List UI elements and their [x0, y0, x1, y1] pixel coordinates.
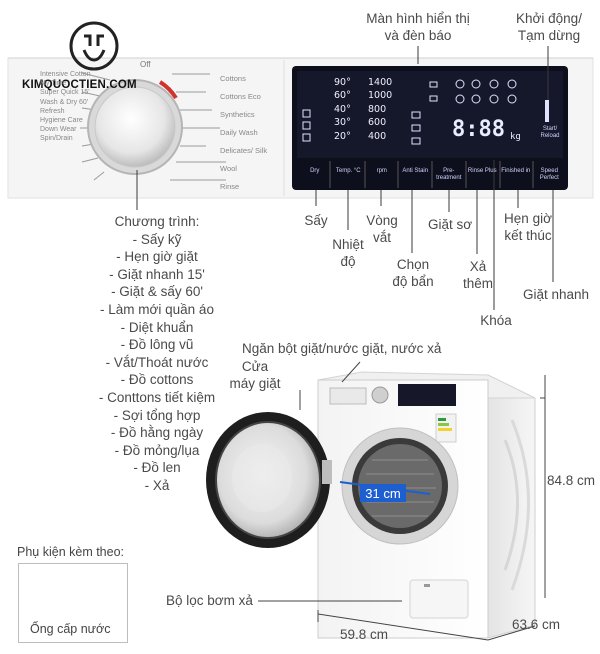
dial-program-label: Daily Wash — [220, 128, 258, 137]
detergent-drawer — [329, 387, 367, 405]
dial-program-label: Synthetics — [220, 110, 255, 119]
dial-program-label: Cottons — [220, 74, 246, 83]
accessory-box — [18, 563, 128, 643]
program-item: - Đồ len — [133, 460, 181, 476]
panel-button[interactable]: Rinse Plus — [467, 168, 497, 174]
dial-program-label: My Time — [40, 80, 67, 88]
dial-off-label: Off — [140, 60, 151, 69]
dial-program-label: Down Wear — [40, 126, 77, 134]
program-item: - Sợi tổng hợp — [113, 407, 201, 423]
temp-value: 20° — [334, 130, 351, 142]
spin-value: 800 — [368, 103, 387, 115]
height-annotation: 84.8 cm — [546, 473, 596, 488]
panel-button[interactable]: Pre-treatment — [436, 168, 462, 181]
filter-annotation: Bộ lọc bơm xả — [166, 593, 253, 608]
program-item: - Đồ lông vũ — [120, 337, 194, 353]
dial-program-label: Rinse — [220, 182, 240, 191]
spin-value: 400 — [368, 130, 387, 142]
panel-button[interactable]: Temp. °C — [335, 168, 361, 174]
stain-annotation: Chọn độ bẩn — [392, 257, 434, 289]
time-display: 8:88 — [452, 117, 505, 142]
start-annotation: Khởi động/ Tạm dừng — [516, 11, 582, 43]
svg-text:kg: kg — [510, 132, 521, 142]
temp-value: 60° — [334, 90, 351, 102]
temp-value: 30° — [334, 117, 351, 129]
rinse-annotation: Xả thêm — [462, 259, 493, 291]
logo-wordmark: KIMQUOCTIEN.COM — [22, 79, 137, 91]
program-item: - Đồ cottons — [120, 372, 194, 388]
program-item: - Sấy kỹ — [132, 231, 182, 247]
door-annotation: Cửa máy giặt — [229, 359, 281, 391]
program-list-title: Chương trình: — [114, 214, 200, 229]
lock-annotation: Khóa — [480, 313, 512, 328]
program-item: - Conttons tiết kiệm — [98, 389, 216, 405]
door-size-label: 31 cm — [365, 486, 401, 501]
temperature-readout: 90° 60°40° 30°20° — [334, 76, 351, 143]
temp-value: 40° — [334, 103, 351, 115]
logo-icon — [69, 21, 119, 71]
spin-value: 600 — [368, 117, 387, 129]
spin-annotation: Vòng vắt — [366, 213, 398, 245]
width-annotation: 59.8 cm — [339, 627, 389, 642]
spin-value: 1400 — [368, 77, 393, 88]
panel-button[interactable]: Finished in — [501, 168, 531, 174]
temp-value: 90° — [334, 77, 351, 88]
dial-program-label: Wash & Dry 60' — [40, 98, 89, 106]
prewash-annotation: Giặt sơ — [427, 217, 473, 232]
dial-program-label: Cottons Eco — [220, 92, 261, 101]
panel-button[interactable]: Speed Perfect — [539, 168, 559, 181]
temp-annotation: Nhiệt độ — [332, 237, 364, 269]
program-item: - Đồ mỏng/lụa — [114, 442, 200, 458]
program-item: - Xả — [144, 477, 170, 493]
depth-annotation: 63.6 cm — [511, 617, 561, 632]
detergent-annotation: Ngăn bột giặt/nước giặt, nước xả — [242, 341, 442, 356]
dial-program-label: Spin/Drain — [40, 135, 73, 143]
dry-annotation: Sấy — [304, 213, 328, 228]
door-size-badge — [360, 484, 406, 502]
program-list: Chương trình: - Sấy kỹ- Hẹn giờ giặt- Gi… — [62, 213, 252, 495]
program-item: - Diệt khuẩn — [120, 319, 194, 335]
dial-program-label: Delicates/ Silk — [220, 146, 268, 155]
leader-lines — [136, 46, 554, 310]
dial-program-label: Wool — [220, 164, 237, 173]
program-item: - Làm mới quần áo — [100, 301, 214, 317]
speed-annotation: Giặt nhanh — [522, 287, 590, 302]
program-item: - Đồ hằng ngày — [110, 425, 204, 441]
program-item: - Vắt/Thoát nước — [105, 354, 209, 370]
dial-program-label: Intensive Cotton — [40, 71, 91, 78]
spin-value: 1000 — [368, 90, 393, 102]
accessories-title: Phụ kiện kèm theo: — [17, 545, 125, 559]
dial-program-label: Super Quick 15' — [40, 89, 90, 97]
finish-annotation: Hẹn giờ kết thúc — [504, 211, 552, 243]
program-item: - Giặt & sấy 60' — [111, 284, 203, 300]
dimension-lines — [258, 361, 546, 641]
panel-button-row: Dry Temp. °C rpm Anti Stain Pre-treatment Rin… — [298, 168, 566, 188]
start-reload-label: Start/ Reload — [540, 126, 560, 139]
pump-filter — [409, 579, 469, 619]
panel-button[interactable]: Anti Stain — [402, 168, 429, 174]
display-annotation: Màn hình hiển thị và đèn báo — [366, 11, 470, 43]
dial-program-label: Hygiene Care — [40, 117, 83, 125]
panel-button[interactable]: rpm — [376, 168, 387, 174]
program-item: - Giặt nhanh 15' — [109, 266, 205, 282]
accessory-caption: Ống cấp nước — [30, 622, 111, 636]
panel-button[interactable]: Dry — [310, 168, 320, 174]
program-item: - Hẹn giờ giặt — [116, 249, 198, 265]
dial-program-label: Refresh — [40, 107, 65, 115]
